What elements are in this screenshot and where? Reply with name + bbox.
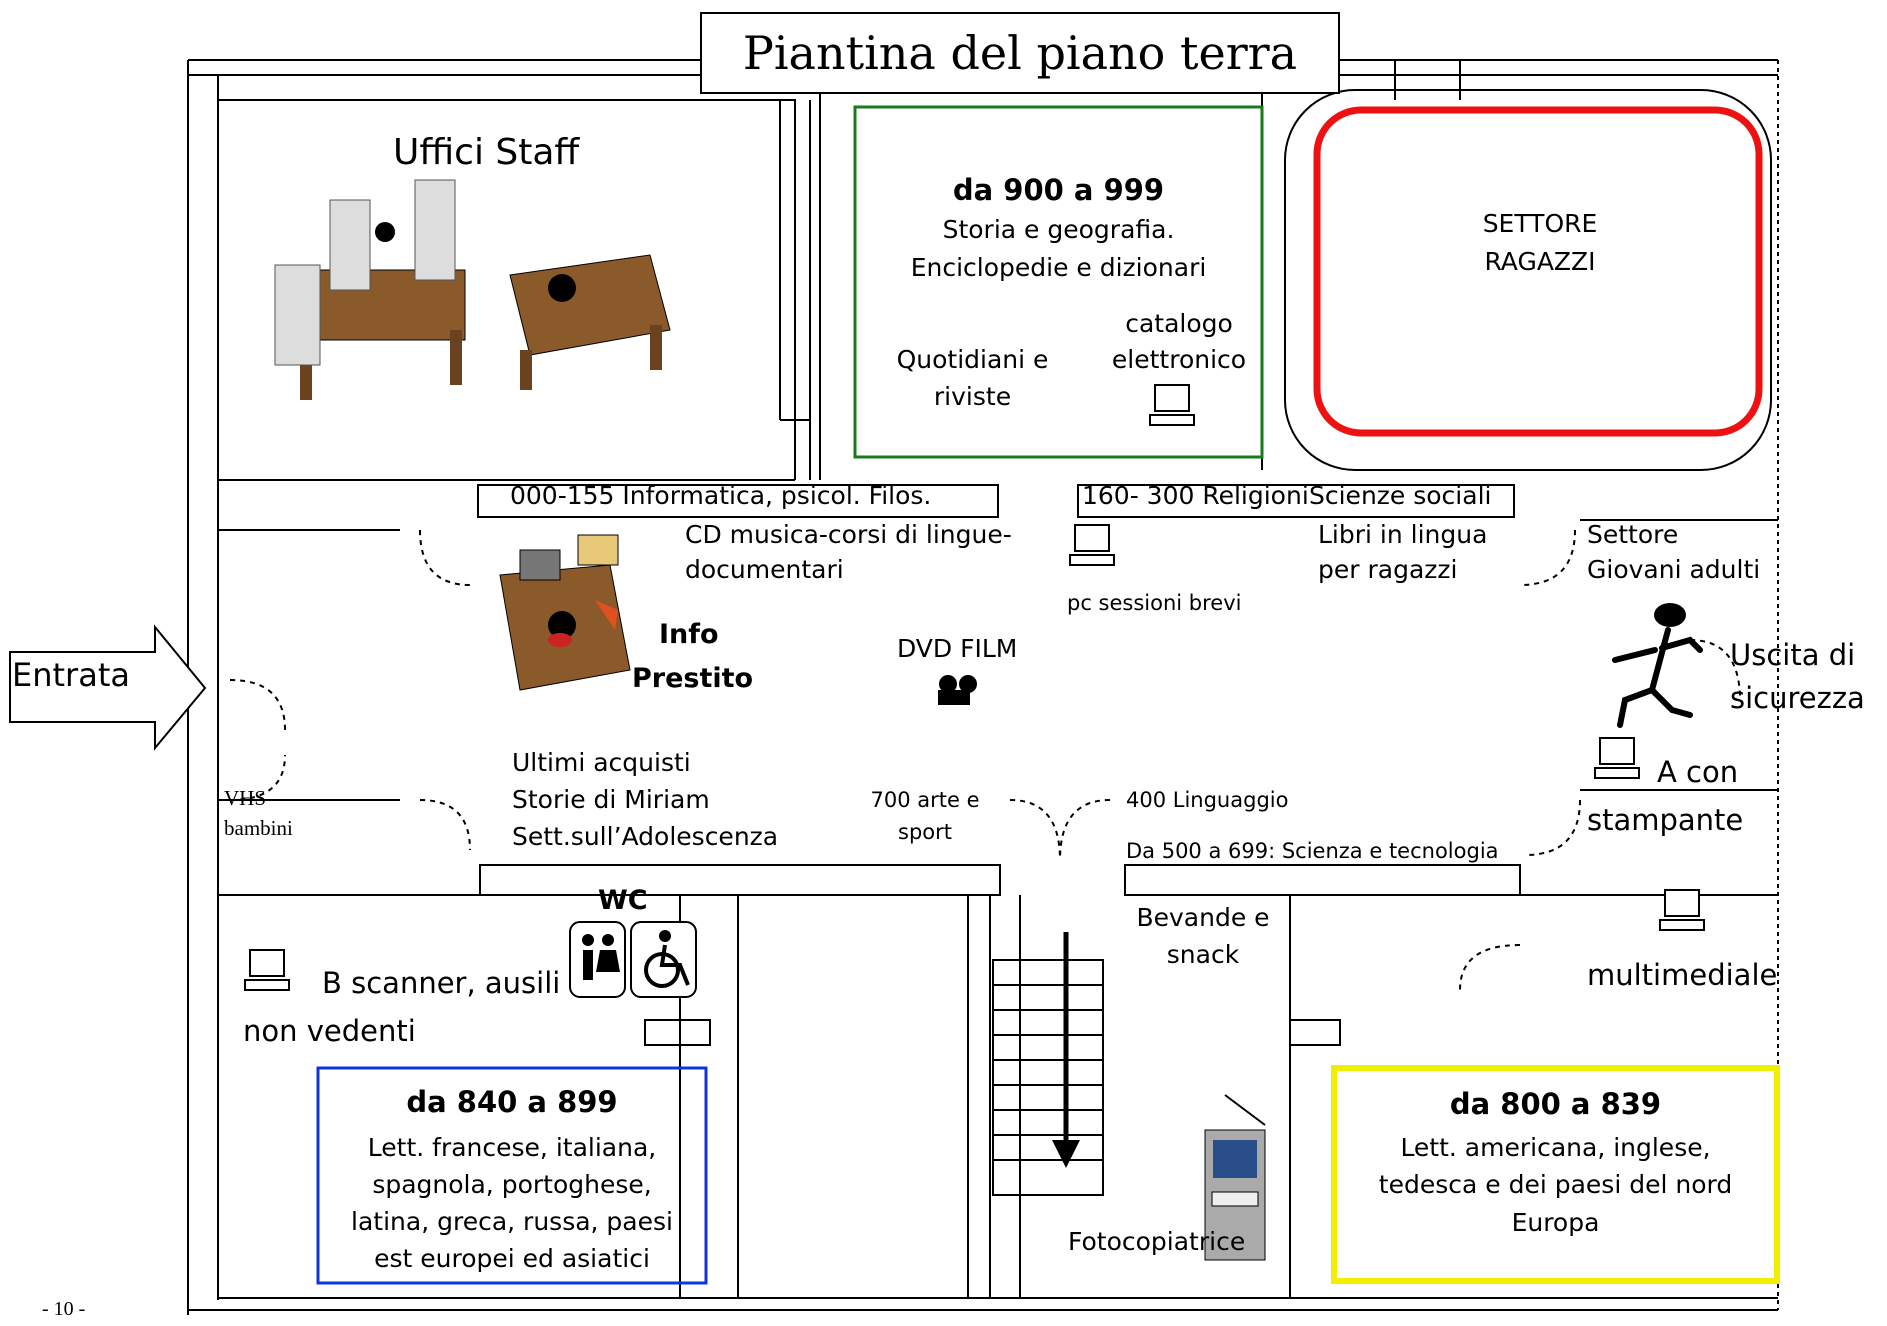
computer-icon [244, 949, 290, 991]
multimediale-label: multimediale [1587, 958, 1778, 992]
scanner-label-2: non vedenti [243, 1014, 416, 1048]
section-800-line2: tedesca e dei paesi del nord [1378, 1170, 1733, 1199]
lower-shelf-right [1124, 864, 1521, 896]
staff-desk-icon [274, 179, 466, 400]
lower-shelf [479, 864, 1001, 896]
wc-label: WC [598, 885, 648, 916]
section-840-heading: da 840 a 899 [406, 1085, 618, 1119]
computer-icon [1659, 889, 1705, 931]
uscita-label-1: Uscita di [1730, 638, 1856, 672]
vhs-label-2: bambini [224, 816, 293, 840]
section-840-frame [316, 1066, 708, 1285]
section-840-line2: spagnola, portoghese, [372, 1170, 652, 1199]
dvd-film-label: DVD FILM [897, 634, 1018, 663]
vhs-label-1: VHS [224, 786, 267, 810]
bevande-label-1: Bevande e [1136, 903, 1270, 932]
shelf-160 [1077, 484, 1515, 518]
lower-right-walls [1289, 894, 1778, 1298]
film-projector-icon [938, 675, 977, 705]
stair-arrow-icon [1052, 932, 1080, 1168]
arte-sport-label-1: 700 arte e [870, 788, 980, 812]
riviste-label: riviste [933, 382, 1012, 411]
settore-giovani-label-2: Giovani adulti [1587, 555, 1761, 584]
computer-icon [1594, 737, 1640, 779]
section-900-line2: Enciclopedie e dizionari [910, 253, 1207, 282]
section-800-line3: Europa [1511, 1208, 1600, 1237]
section-900-frame [853, 105, 1264, 459]
entrance-arrow [9, 624, 207, 751]
section-800-frame [1331, 1065, 1780, 1284]
linguaggio-label: 400 Linguaggio [1126, 788, 1289, 812]
fotocopiatrice-label: Fotocopiatrice [1068, 1227, 1246, 1256]
arte-sport-label-2: sport [898, 820, 952, 844]
libri-lingua-label-2: per ragazzi [1318, 555, 1458, 584]
running-man-icon [1612, 603, 1703, 728]
section-800-line1: Lett. americana, inglese, [1400, 1133, 1711, 1162]
stressed-worker-desk-icon [509, 254, 671, 390]
ragazzi-room-walls [1284, 89, 1772, 471]
settore-ragazzi-label-1: SETTORE [1482, 209, 1598, 238]
page-number: - 10 - [42, 1298, 86, 1320]
libri-lingua-label-1: Libri in lingua [1318, 520, 1488, 549]
entrata-label: Entrata [12, 656, 130, 694]
pc-sessioni-label: pc sessioni brevi [1067, 591, 1242, 615]
stampante-label: stampante [1587, 803, 1744, 837]
bevande-label-2: snack [1166, 940, 1240, 969]
uscita-label-2: sicurezza [1730, 681, 1865, 715]
elettronico-label: elettronico [1111, 345, 1247, 374]
scienza-tecnologia-label: Da 500 a 699: Scienza e tecnologia [1126, 839, 1499, 863]
shelf-160-label: 160- 300 Religioni [1082, 481, 1309, 510]
settore-ragazzi-label-2: RAGAZZI [1484, 247, 1596, 276]
shelf-000 [477, 484, 999, 518]
shelf-000-label: 000-155 Informatica, psicol. Filos. [510, 481, 932, 510]
section-900-heading: da 900 a 999 [952, 173, 1165, 207]
ultimi-acquisti-label: Ultimi acquisti [512, 748, 691, 777]
section-900-line1: Storia e geografia. [942, 215, 1175, 244]
cd-label-1: CD musica-corsi di lingue- [685, 520, 1012, 549]
quotidiani-label: Quotidiani e [896, 345, 1049, 374]
cd-label-2: documentari [685, 555, 844, 584]
storie-miriam-label: Storie di Miriam [512, 785, 710, 814]
scienze-sociali-label: Scienze sociali [1309, 481, 1492, 510]
door-arcs [229, 529, 1741, 991]
info-label: Info [659, 619, 719, 650]
south-wall [188, 1297, 1778, 1311]
section-840-line3: latina, greca, russa, paesi [351, 1207, 673, 1236]
section-840-line1: Lett. francese, italiana, [367, 1133, 657, 1162]
info-desk-icon [499, 534, 631, 691]
settore-ragazzi-frame [1313, 106, 1763, 437]
wc-sign-icon [569, 921, 697, 998]
catalogo-label: catalogo [1125, 309, 1233, 338]
prestito-label: Prestito [632, 663, 754, 694]
section-840-line4: est europei ed asiatici [374, 1244, 650, 1273]
computer-icon [1069, 524, 1115, 566]
settore-giovani-label-1: Settore [1587, 520, 1679, 549]
scanner-label-1: B scanner, ausili [322, 966, 561, 1000]
section-800-heading: da 800 a 839 [1449, 1087, 1662, 1121]
stair-steps [993, 984, 1103, 1161]
uffici-staff-label: Uffici Staff [393, 132, 580, 173]
page-title: Piantina del piano terra [700, 12, 1340, 94]
a-con-label: A con [1657, 755, 1739, 789]
computer-icon [1149, 384, 1195, 426]
photocopier-icon [1204, 1094, 1266, 1261]
adolescenza-label: Sett.sull’Adolescenza [512, 822, 779, 851]
staff-office-walls [218, 99, 796, 481]
utility-walls [737, 895, 969, 1298]
staircase [992, 959, 1104, 1196]
